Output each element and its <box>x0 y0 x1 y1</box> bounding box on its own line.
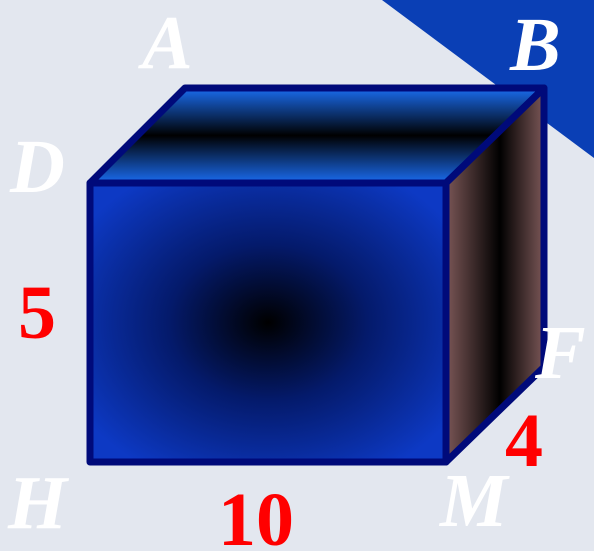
vertex-label-h: H <box>7 461 70 545</box>
front-face <box>86 179 450 466</box>
vertex-label-b: B <box>509 3 561 87</box>
width-label: 4 <box>505 399 543 483</box>
length-label: 10 <box>218 478 294 551</box>
vertex-label-m: M <box>439 459 510 543</box>
vertex-label-a: A <box>138 1 193 85</box>
vertex-label-d: D <box>9 125 65 209</box>
vertex-label-f: F <box>534 311 586 395</box>
height-label: 5 <box>18 271 56 355</box>
